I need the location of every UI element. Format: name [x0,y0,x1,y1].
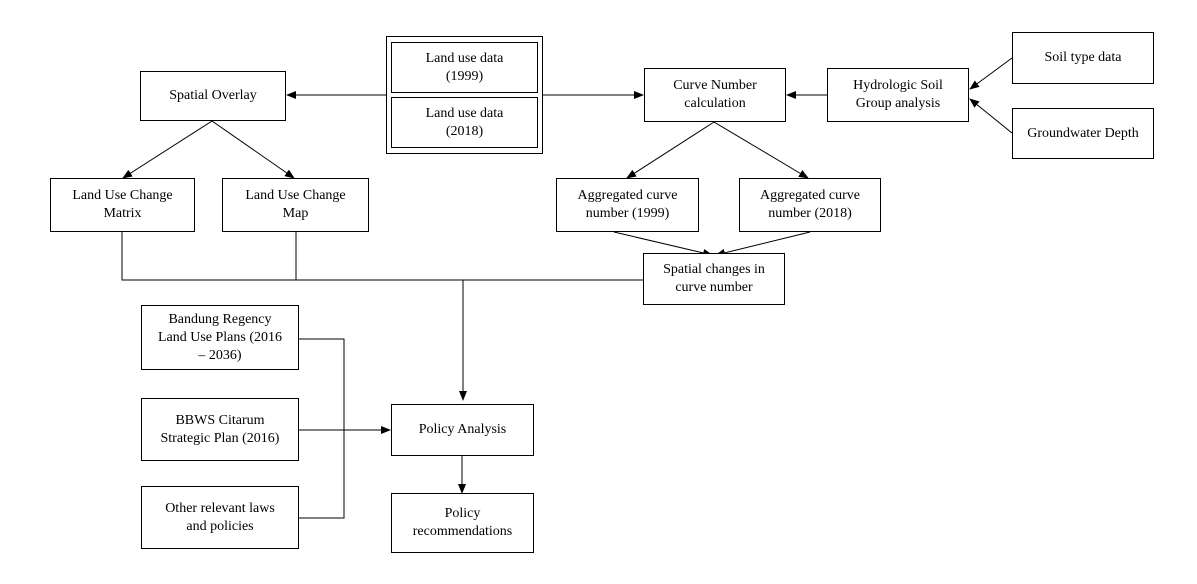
node-aggregated-cn-2018: Aggregated curve number (2018) [739,178,881,232]
node-groundwater-depth: Groundwater Depth [1012,108,1154,159]
node-policy-analysis: Policy Analysis [391,404,534,456]
node-bandung-regency-plans: Bandung Regency Land Use Plans (2016 – 2… [141,305,299,370]
node-land-use-change-matrix: Land Use Change Matrix [50,178,195,232]
edge-acn-2018-to-spatial-changes [715,231,811,257]
node-hydrologic-soil-group: Hydrologic Soil Group analysis [827,68,969,122]
edge-soil-type-to-hsg [969,57,1013,90]
edge-overlay-to-luc-matrix [122,120,213,179]
node-curve-number-calculation: Curve Number calculation [644,68,786,122]
node-land-use-change-map: Land Use Change Map [222,178,369,232]
edge-cn-to-acn-1999 [626,121,715,179]
node-soil-type-data: Soil type data [1012,32,1154,84]
node-land-use-data-1999: Land use data (1999) [391,42,538,93]
edge-cn-to-acn-2018 [713,121,809,179]
edge-acn-1999-to-spatial-changes [613,231,713,257]
edge-luc-matrix-to-policy [121,232,463,281]
node-spatial-changes-curve-number: Spatial changes in curve number [643,253,785,305]
edge-overlay-to-luc-map [211,120,295,179]
node-spatial-overlay: Spatial Overlay [140,71,286,121]
node-bbws-citarum-plan: BBWS Citarum Strategic Plan (2016) [141,398,299,461]
node-aggregated-cn-1999: Aggregated curve number (1999) [556,178,699,232]
node-other-laws-policies: Other relevant laws and policies [141,486,299,549]
edge-other-laws-to-policy [299,430,345,519]
edge-bandung-plans-to-policy [299,338,345,430]
node-policy-recommendations: Policy recommendations [391,493,534,553]
node-land-use-data-2018: Land use data (2018) [391,97,538,148]
edge-groundwater-to-hsg [969,98,1013,134]
